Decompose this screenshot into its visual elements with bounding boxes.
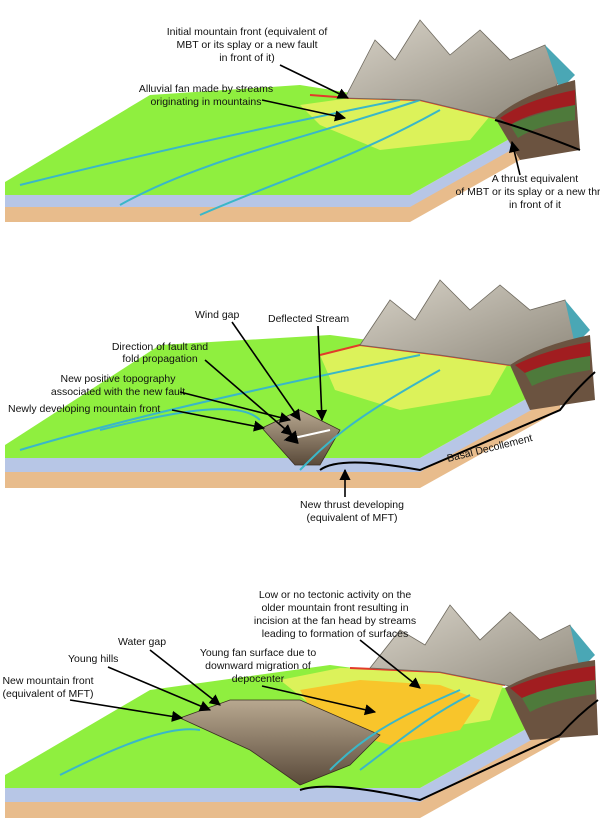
label-initial-front-3: in front of it) <box>219 52 274 64</box>
label-low-3: incision at the fan head by streams <box>254 615 416 627</box>
teal-peak <box>570 625 595 670</box>
label-fan-2: originating in mountains <box>151 96 262 108</box>
label-topo-2: associated with the new fault <box>51 386 185 398</box>
arrow-deflected <box>315 325 328 422</box>
fault-line <box>299 699 599 802</box>
label-deflected: Deflected Stream <box>268 313 349 325</box>
strata-red <box>510 666 595 698</box>
arrow-water-gap <box>149 649 221 706</box>
panel-stage-1: Initial mountain front (equivalent of MB… <box>5 19 600 222</box>
base-blue-layer <box>5 133 520 207</box>
label-young-fan-2: downward migration of <box>205 660 311 672</box>
label-low-1: Low or no tectonic activity on the <box>259 589 411 601</box>
label-direction-2: fold propagation <box>122 353 197 365</box>
base-blue-layer <box>5 710 560 802</box>
base-tan-layer <box>5 722 560 818</box>
stream <box>299 369 441 471</box>
label-young-hills: Young hills <box>68 653 118 665</box>
label-initial-front-1: Initial mountain front (equivalent of <box>167 26 328 38</box>
label-low-4: leading to formation of surfaces <box>262 628 409 640</box>
label-mft-1: New mountain front <box>2 675 93 687</box>
stream <box>199 109 441 216</box>
stream <box>99 408 261 431</box>
arrow-mft <box>69 699 184 722</box>
alluvial-fan <box>320 345 510 410</box>
label-topo-1: New positive topography <box>61 373 177 385</box>
stream <box>59 728 201 776</box>
strata-green <box>525 356 590 386</box>
arrow-direction <box>204 359 293 436</box>
basal-decollement <box>319 371 596 472</box>
label-newthrust-1: New thrust developing <box>300 499 404 511</box>
arrow-low <box>359 639 421 689</box>
panel-stage-2: Wind gap Deflected Stream Direction of f… <box>5 279 596 524</box>
arrow-initial-front <box>279 64 350 99</box>
label-thrust-3: in front of it <box>509 199 561 211</box>
arrow-thrust <box>508 140 521 176</box>
base-tan-layer <box>5 392 560 488</box>
arrow-young-hills <box>107 666 212 712</box>
arrow-young-fan <box>261 685 377 716</box>
label-young-fan-3: depocenter <box>232 673 285 685</box>
arrow-newfront <box>171 409 266 432</box>
arrow-fan <box>261 99 347 122</box>
label-newfront: Newly developing mountain front <box>8 403 160 415</box>
strata-red <box>500 90 575 125</box>
label-thrust-2: of MBT or its splay or a new thrust <box>455 186 600 198</box>
thrust-fault-line <box>494 119 581 151</box>
label-mft-2: (equivalent of MFT) <box>2 688 93 700</box>
label-water-gap: Water gap <box>118 636 166 648</box>
stream <box>19 354 421 451</box>
stream <box>329 689 461 771</box>
teal-peak <box>545 45 575 90</box>
propagation-arrow <box>283 429 331 445</box>
label-newthrust-2: (equivalent of MFT) <box>306 512 397 524</box>
arrow-wind-gap <box>231 321 301 421</box>
label-thrust-1: A thrust equivalent <box>492 173 578 185</box>
label-direction-1: Direction of fault and <box>112 341 208 353</box>
label-initial-front-2: MBT or its splay or a new fault <box>176 39 317 51</box>
stream <box>119 99 421 206</box>
arrow-topo <box>179 391 292 423</box>
base-blue-layer <box>5 380 560 472</box>
strata-red <box>515 342 590 373</box>
panel-stage-3: Low or no tectonic activity on the older… <box>2 589 599 818</box>
label-wind-gap: Wind gap <box>195 309 240 321</box>
teal-peak <box>565 300 590 345</box>
label-fan-1: Alluvial fan made by streams <box>139 83 273 95</box>
label-low-2: older mountain front resulting in <box>261 602 408 614</box>
stream <box>359 694 471 771</box>
label-young-fan-1: Young fan surface due to <box>200 647 317 659</box>
strata-green <box>522 680 595 712</box>
young-hills <box>178 699 381 786</box>
